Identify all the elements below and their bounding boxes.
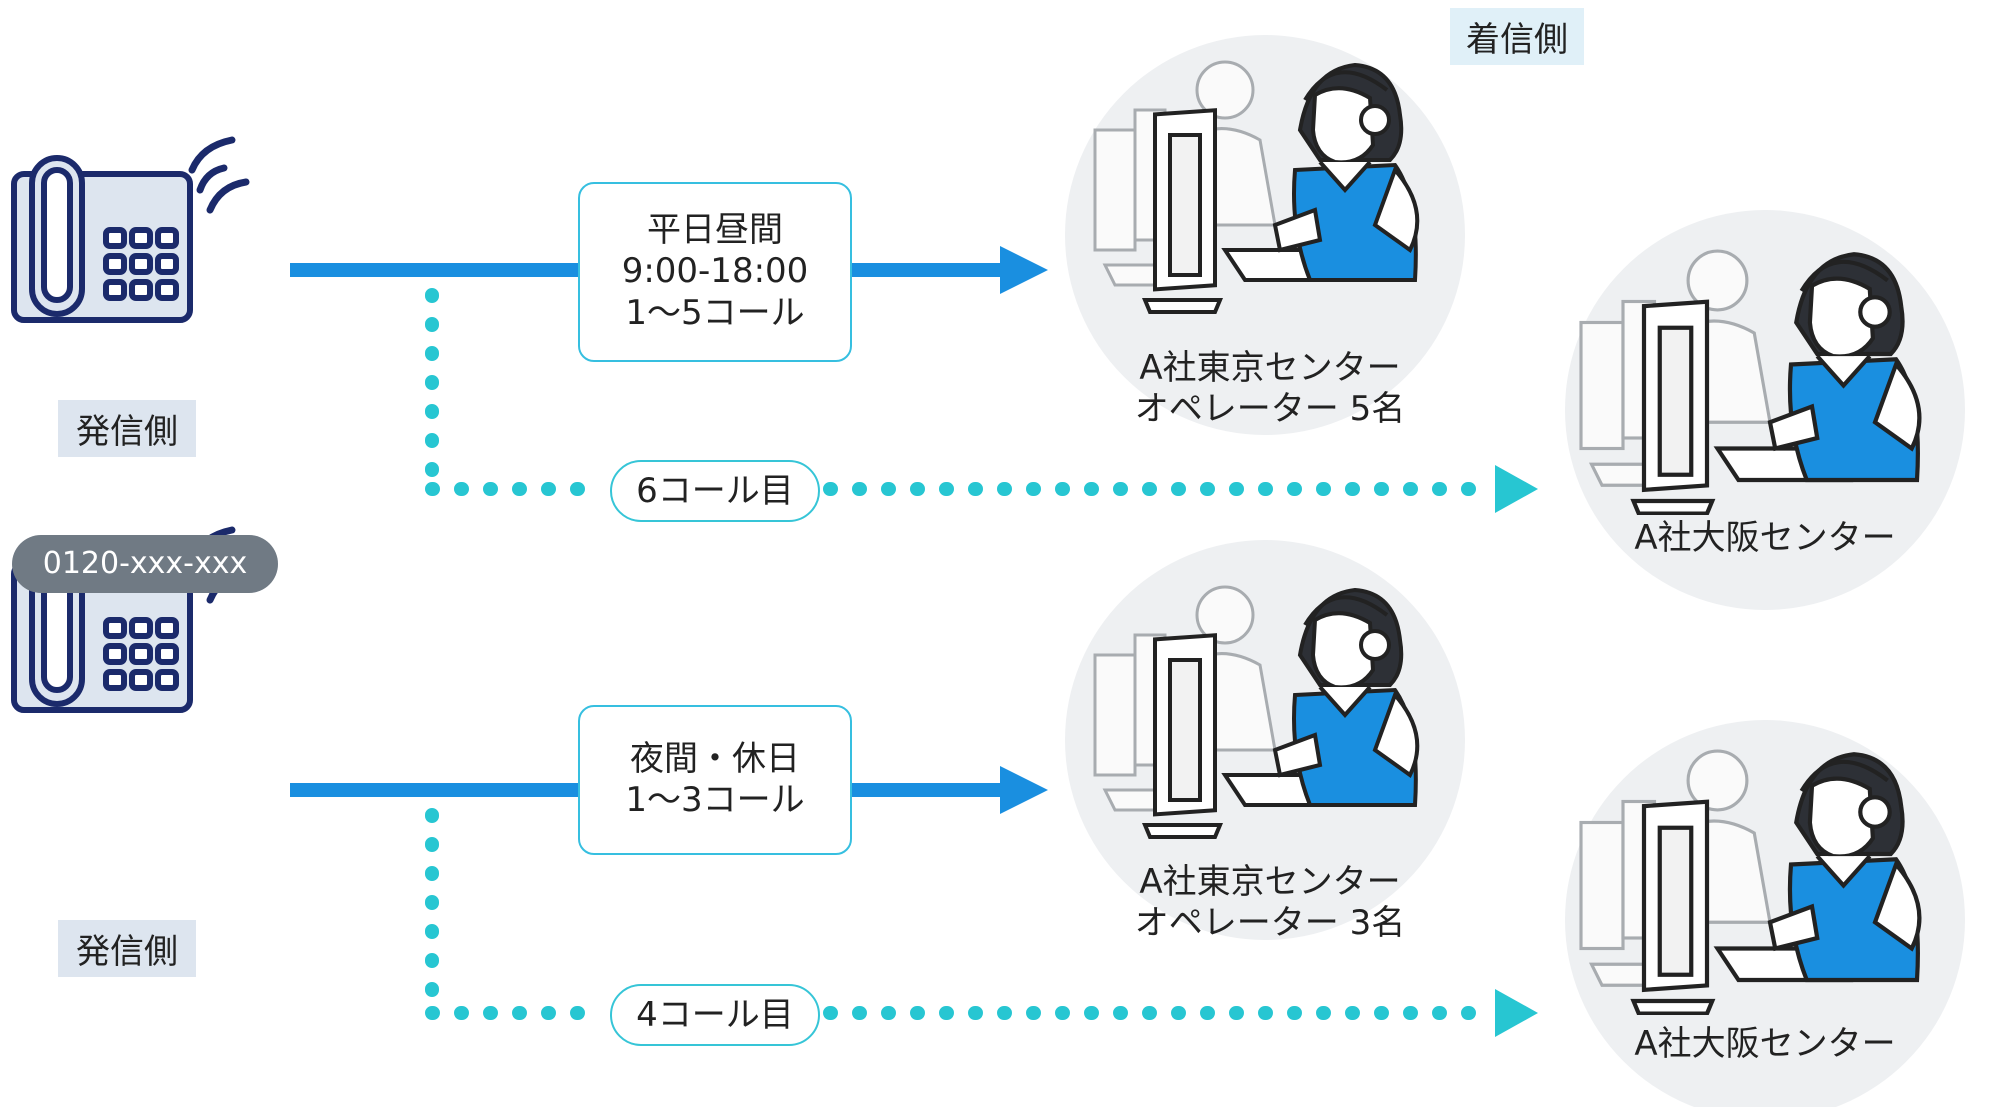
caller-label: 発信側 bbox=[58, 400, 196, 457]
overflow-pill: 6コール目 bbox=[610, 460, 820, 522]
operator-icon bbox=[1581, 751, 1919, 1014]
caller-label: 発信側 bbox=[58, 920, 196, 977]
overflow-pill: 4コール目 bbox=[610, 984, 820, 1046]
operator-icon bbox=[1581, 251, 1919, 513]
arrow-right-icon bbox=[1495, 989, 1538, 1037]
operator-icon bbox=[1095, 62, 1417, 312]
arrow-right-icon bbox=[1000, 766, 1048, 814]
route-line: 1～3コール bbox=[625, 780, 805, 820]
route-box-night: 夜間・休日 1～3コール bbox=[578, 705, 852, 855]
arrow-right-icon bbox=[1495, 465, 1538, 513]
tokyo-center-label: A社東京センター オペレーター 5名 bbox=[1134, 348, 1406, 430]
arrow-right-icon bbox=[1000, 246, 1048, 294]
osaka-center-label: A社大阪センター bbox=[1634, 518, 1896, 558]
phone-number-badge: 0120-xxx-xxx bbox=[12, 535, 278, 593]
route-line: 平日昼間 bbox=[647, 209, 783, 250]
receiver-label: 着信側 bbox=[1450, 8, 1584, 65]
phone-icon bbox=[14, 140, 246, 320]
route-box-weekday: 平日昼間 9:00-18:00 1～5コール bbox=[578, 182, 852, 362]
tokyo-center-label: A社東京センター オペレーター 3名 bbox=[1134, 862, 1406, 944]
route-line: 1～5コール bbox=[625, 292, 805, 333]
operator-icon bbox=[1095, 587, 1417, 837]
osaka-center-label: A社大阪センター bbox=[1634, 1024, 1896, 1064]
route-line: 夜間・休日 bbox=[630, 738, 800, 779]
route-line: 9:00-18:00 bbox=[621, 251, 809, 292]
